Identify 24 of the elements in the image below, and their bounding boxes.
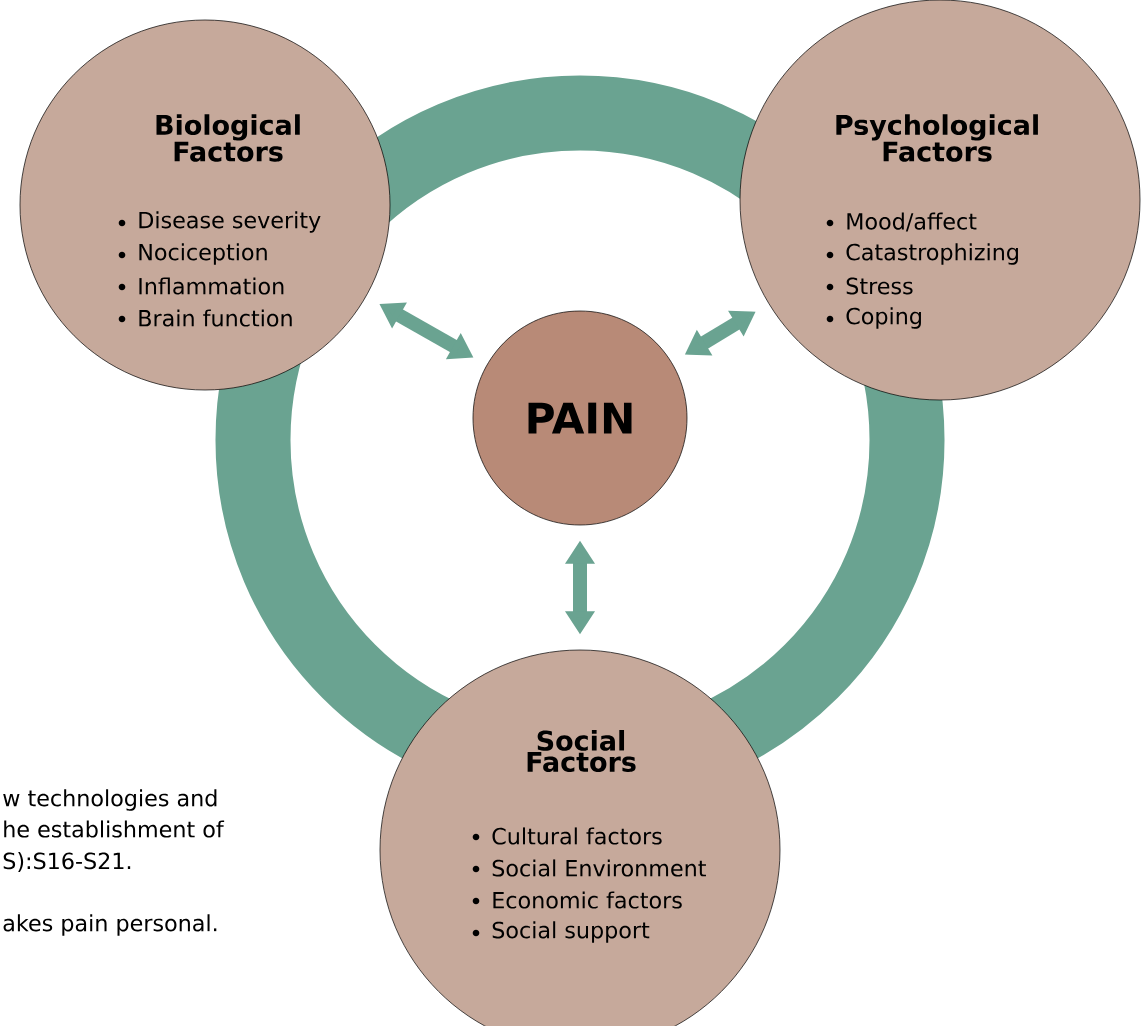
bullet-item: Social Environment: [472, 859, 706, 877]
factor-circle: [19, 19, 391, 391]
bullet-item: Social support: [472, 921, 650, 943]
circle-label: PAIN: [528, 402, 632, 434]
bullet-item: Coping: [826, 307, 921, 329]
bullet-item: Nociception: [118, 243, 267, 265]
bullet-item: Cultural factors: [472, 827, 662, 845]
side-note: S):S16-S21.: [3, 852, 131, 872]
side-note: he establishment of: [4, 820, 225, 838]
side-note: akes pain personal.: [3, 914, 217, 936]
circle-title: Social Factors: [527, 729, 636, 773]
side-note: w technologies and: [3, 789, 217, 811]
bullet-item: Mood/affect: [826, 212, 977, 232]
bullet-item: Disease severity: [118, 211, 321, 233]
bullet-item: Stress: [826, 277, 913, 295]
circle-title: Biological Factors: [156, 114, 300, 162]
center-circle: [472, 310, 688, 526]
factor-circle: [379, 649, 781, 1026]
bullet-item: Inflammation: [118, 277, 284, 295]
factor-circle: [739, 0, 1141, 401]
circle-title: Psychological Factors: [836, 114, 1038, 162]
bullet-item: Economic factors: [472, 891, 682, 909]
bullet-item: Brain function: [118, 309, 292, 327]
bullet-item: Catastrophizing: [826, 243, 1018, 265]
